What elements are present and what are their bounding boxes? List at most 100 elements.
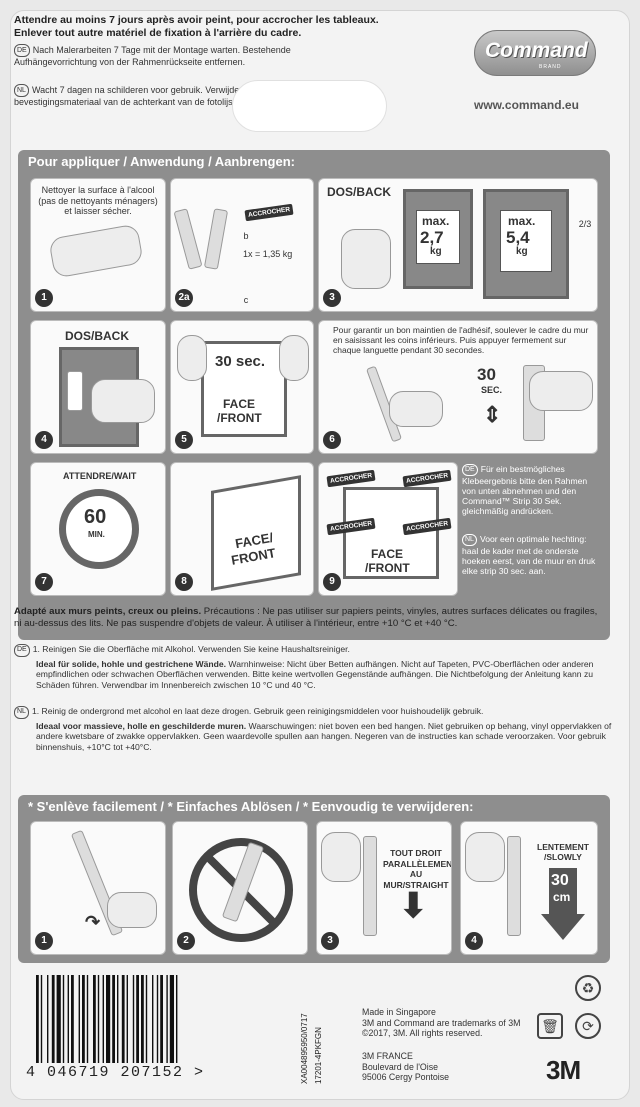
header-nl-text: Wacht 7 dagen na schilderen voor gebruik… [14,85,294,107]
strip-icon [173,208,203,270]
weight-per-strip: 1x = 1,35 kg [243,249,313,260]
press-duration: 30 sec. [215,353,266,370]
prohibited-icon [189,838,293,942]
step-number: 3 [321,932,339,950]
tip-nl-text: Voor een optimale hechting: haal de kade… [462,534,596,576]
remove-panel-4: LENTEMENT /SLOWLY 30 cm 4 [460,821,598,955]
accrocher-badge: ACCROCHER [244,203,294,222]
down-arrow-icon: 30 cm [541,868,585,942]
notes-de-heading: Ideal für solide, hohle und gestrichene … [36,658,227,669]
website-url: www.command.eu [474,98,579,112]
hand-cloth-icon [48,223,144,279]
batch-code-2-text: 17201-4PKFGN [314,1027,323,1084]
step-number: 5 [175,431,193,449]
wait-minutes: 60 [84,506,107,528]
address-line-3: 95006 Cergy Pontoise [362,1072,450,1082]
max-weight-unit: kg [430,246,442,257]
lang-tag-de: DE [462,464,478,476]
max-weight-value: 2,7 [420,228,444,247]
notes-fr-heading: Adapté aux murs peints, creux ou pleins. [14,606,202,617]
step-number: 9 [323,573,341,591]
strip-icon [507,836,521,936]
remove-panel-2: 2 [172,821,308,955]
face-label: FACE [223,397,256,411]
accrocher-badge: ACCROCHER [326,469,376,488]
panel-step-3: DOS/BACK max. 2,7 kg max. 5,4 kg 2/3 3 [318,178,598,312]
strip-icon [67,371,83,411]
lang-tag-nl: NL [14,84,29,97]
strip-icon [363,836,377,936]
max-weight-value: 5,4 [506,228,530,247]
hand-hold-icon [465,832,505,882]
hand-hold-icon [321,832,361,882]
panel-step-4: DOS/BACK 4 [30,320,166,454]
clean-instruction: Nettoyer la surface à l'alcool (pas de n… [38,185,158,216]
batch-code-2: 17201-4PKFGN [314,1004,328,1084]
step-number: 7 [35,573,53,591]
remove-section: * S'enlève facilement / * Einfaches Ablö… [18,795,610,963]
wait-minutes-unit: MIN. [88,530,105,539]
address-line-1: 3M FRANCE [362,1051,413,1061]
panel-step-7: ATTENDRE/WAIT 60 MIN. 7 [30,462,166,596]
accrocher-badge: ACCROCHER [402,469,452,488]
notes-fr-body: Précautions : Ne pas utiliser sur papier… [14,606,598,629]
straight-instruction: TOUT DROIT PARALLÈLEMENT AU MUR/STRAIGHT [383,848,452,890]
front-label: /FRONT [217,411,262,425]
hand-left-icon [177,335,207,381]
panel-step-6: Pour garantir un bon maintien de l'adhés… [318,320,598,454]
picture-frame-small: max. 2,7 kg [403,189,473,289]
max-weight-unit: kg [516,246,528,257]
address-line-2: Boulevard de l'Oise [362,1061,439,1072]
max-label: max. [422,214,450,228]
sub-b-label: b [243,231,249,241]
tidyman-icon: ♻ [575,975,601,1001]
lang-tag-de: DE [14,44,30,57]
hang-hole [232,80,387,132]
made-in: Made in Singapore [362,1007,436,1017]
lang-tag-nl: NL [14,706,29,719]
distance-value: 30 [551,872,569,889]
logo-subtitle: BRAND [539,64,562,70]
strip-icon [203,208,229,270]
up-down-arrow-icon: ⇕ [483,402,502,427]
green-dot-icon: ⟳ [575,1013,601,1039]
remove-title: * S'enlève facilement / * Einfaches Ablö… [28,799,474,814]
wait-label: ATTENDRE/WAIT [63,471,137,481]
manufacturer-info: Made in Singapore 3M and Command are tra… [362,1007,520,1039]
back-label: DOS/BACK [65,329,130,343]
distance-unit: cm [553,890,571,904]
press-seconds: 30 [477,365,496,384]
hand-lift-icon [389,391,443,427]
notes-de-body: Warnhinweise: Nicht über Betten aufhänge… [36,658,594,690]
hand-right-icon [279,335,309,381]
max-label: max. [508,214,536,228]
front-label: /FRONT [365,561,410,575]
lang-tag-nl: NL [462,534,477,546]
notes-nl-heading: Ideaal voor massieve, holle en geschilde… [36,720,247,731]
sub-c-label: c [243,295,249,305]
back-label: DOS/BACK [327,185,392,199]
header-instruction-fr: Attendre au moins 7 jours après avoir pe… [14,14,379,39]
header-de-text: Nach Malerarbeiten 7 Tage mit der Montag… [14,45,291,67]
step-number: 4 [465,932,483,950]
hand-press-icon [529,371,593,411]
fraction-label: 2/3 [578,219,592,229]
copyright-notice: ©2017, 3M. All rights reserved. [362,1028,483,1038]
picture-frame-front [201,341,287,437]
picture-frame-large: max. 5,4 kg [483,189,569,299]
notes-nl-step1: 1. Reinig de ondergrond met alcohol en l… [31,706,484,716]
panel-step-8: FACE/ FRONT 8 [170,462,314,596]
step-number: 6 [323,431,341,449]
hand-press-icon [341,229,391,289]
waste-bin-icon: 🗑 [537,1013,563,1039]
step-number: 1 [35,932,53,950]
usage-notes-fr: Adapté aux murs peints, creux ou pleins.… [14,606,604,630]
notes-nl-body: Waarschuwingen: niet boven een bed hange… [36,720,612,752]
clock-icon: 60 MIN. [59,489,139,569]
